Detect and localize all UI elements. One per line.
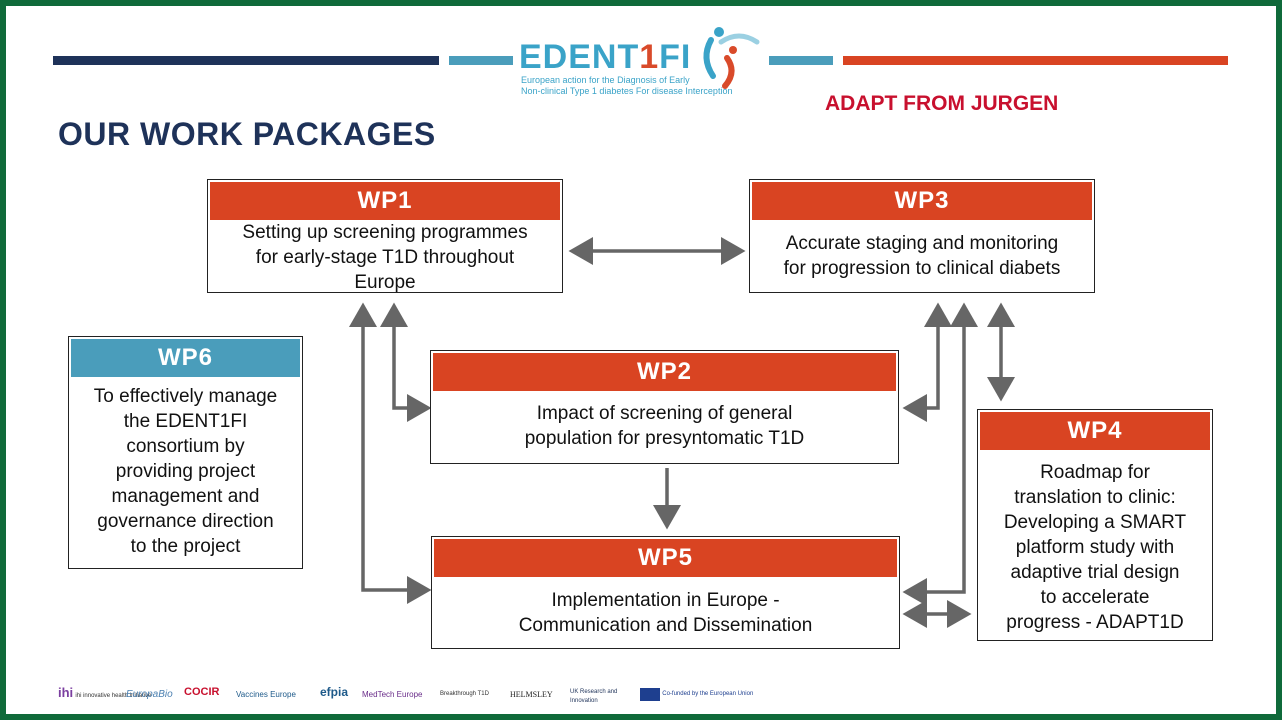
vaccines-europe-logo: Vaccines Europe [236, 690, 296, 699]
header-bar-teal-right [769, 56, 833, 65]
wp2-line-1: Impact of screening of general [536, 403, 793, 424]
eu-logo: Co-funded by the European Union [640, 688, 753, 701]
wp4-line-5: adaptive trial design [1010, 562, 1180, 583]
logo-tagline-line-1: European action for the Diagnosis of Ear… [521, 75, 690, 85]
efpia-logo: efpia [320, 685, 349, 699]
wp3-line-2: for progression to clinical diabets [783, 258, 1061, 279]
logo-figure-icon [703, 27, 760, 89]
page-title: OUR WORK PACKAGES [58, 116, 436, 152]
wp6-box: WP6 To effectively manage the EDENT1FI c… [68, 336, 303, 569]
medtech-europe-logo: MedTech Europe [362, 690, 423, 699]
header-bar-orange [843, 56, 1228, 65]
logo-tagline: European action for the Diagnosis of Ear… [521, 75, 732, 97]
wp3-line-1: Accurate staging and monitoring [785, 233, 1059, 254]
wp2-description: Impact of screening of general populatio… [433, 401, 896, 451]
wp4-description: Roadmap for translation to clinic: Devel… [980, 460, 1210, 635]
wp6-line-5: management and [111, 486, 260, 507]
logo-word-a: EDENT [519, 38, 640, 76]
wp5-description: Implementation in Europe - Communication… [434, 588, 897, 638]
wp6-header: WP6 [71, 339, 300, 377]
wp3-header: WP3 [752, 182, 1092, 220]
arrow-wp3-wp2 [902, 302, 952, 422]
wp1-box: WP1 Setting up screening programmes for … [207, 179, 563, 293]
wp4-line-1: Roadmap for [1040, 462, 1150, 483]
header-bar-teal-left [449, 56, 513, 65]
wp6-line-3: consortium by [126, 436, 245, 457]
helmsley-logo: HELMSLEY [510, 690, 553, 699]
wp2-header: WP2 [433, 353, 896, 391]
wp4-line-7: progress - ADAPT1D [1006, 612, 1184, 633]
wp3-box: WP3 Accurate staging and monitoring for … [749, 179, 1095, 293]
slide: EDENT1FI European action for the Diagnos… [6, 6, 1276, 714]
logo-tagline-line-2: Non-clinical Type 1 diabetes For disease… [521, 86, 733, 96]
adapt-note: ADAPT FROM JURGEN [825, 92, 1059, 115]
wp1-line-2: for early-stage T1D throughout [255, 247, 515, 268]
arrow-wp1-wp2 [380, 302, 432, 422]
header-bar-navy [53, 56, 439, 65]
arrow-wp1-wp5 [349, 302, 432, 604]
wp2-box: WP2 Impact of screening of general popul… [430, 350, 899, 464]
wp5-line-1: Implementation in Europe - [551, 590, 780, 611]
wp4-line-3: Developing a SMART [1003, 512, 1187, 533]
wp6-description: To effectively manage the EDENT1FI conso… [71, 384, 300, 559]
cocir-logo: COCIR [184, 686, 220, 698]
wp4-header: WP4 [980, 412, 1210, 450]
wp6-line-4: providing project [115, 461, 256, 482]
wp1-line-1: Setting up screening programmes [242, 222, 528, 243]
wp5-line-2: Communication and Dissemination [518, 615, 813, 636]
wp4-line-2: translation to clinic: [1014, 487, 1176, 508]
edent1fi-logo-wordmark: EDENT1FI [519, 38, 691, 77]
ukri-logo: UK Research and Innovation [570, 689, 618, 704]
europabio-logo: EuropaBio [126, 689, 173, 700]
wp6-line-6: governance direction [97, 511, 274, 532]
connector-arrows [349, 237, 1015, 628]
arrow-wp3-wp5 [902, 302, 978, 606]
wp6-line-7: to the project [130, 536, 241, 557]
wp1-header: WP1 [210, 182, 560, 220]
wp3-description: Accurate staging and monitoring for prog… [752, 231, 1092, 281]
wp4-box: WP4 Roadmap for translation to clinic: D… [977, 409, 1213, 641]
logo-word-b: 1 [639, 38, 660, 76]
wp2-line-2: population for presyntomatic T1D [524, 428, 805, 449]
wp4-line-6: to accelerate [1040, 587, 1150, 608]
logo-word-c: FI [659, 38, 692, 76]
wp5-header: WP5 [434, 539, 897, 577]
breakthrough-t1d-logo: Breakthrough T1D [440, 691, 489, 697]
eu-flag-icon [640, 688, 660, 701]
ihi-logo: ihi ihi innovative health initiative [58, 685, 152, 700]
wp6-line-1: To effectively manage [93, 386, 278, 407]
wp4-line-4: platform study with [1015, 537, 1175, 558]
wp1-description: Setting up screening programmes for earl… [210, 220, 560, 295]
wp6-line-2: the EDENT1FI [123, 411, 248, 432]
wp1-line-3: Europe [354, 272, 416, 293]
wp5-box: WP5 Implementation in Europe - Communica… [431, 536, 900, 649]
